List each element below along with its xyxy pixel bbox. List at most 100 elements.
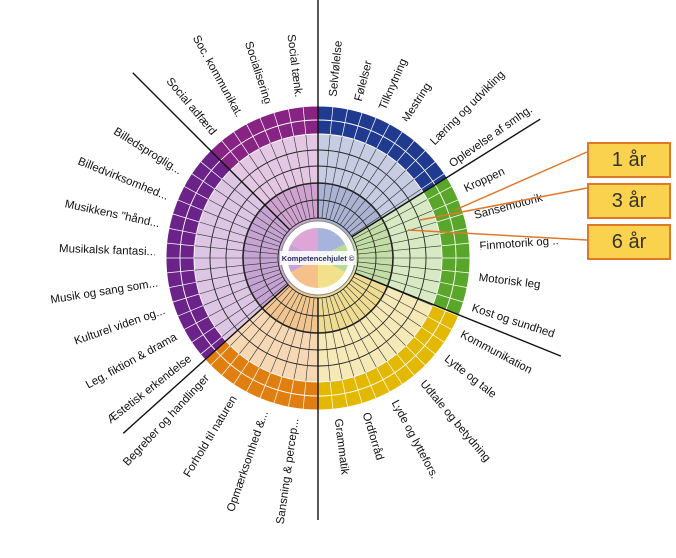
spoke-line <box>432 199 459 211</box>
spoke-line <box>305 297 315 382</box>
spoke-line <box>439 228 468 235</box>
spoke-line <box>321 297 331 382</box>
spoke-line <box>177 305 204 317</box>
spoke-line <box>203 273 282 306</box>
domain-band-sprog <box>318 304 459 410</box>
item-label: Selvfølelse <box>328 40 345 97</box>
spoke-line <box>339 291 388 362</box>
item-label: Lytte og tale <box>442 353 498 401</box>
spoke-line <box>221 140 240 163</box>
domain-divider <box>132 72 291 231</box>
spoke-line <box>356 269 437 295</box>
spoke-line <box>172 213 200 223</box>
spoke-line <box>210 345 231 366</box>
spoke-line <box>351 188 422 237</box>
spoke-line <box>365 372 377 399</box>
domain-mid-krop <box>381 192 442 305</box>
item-label: Social tænk. <box>285 34 305 98</box>
item-label: Sansemotorik <box>473 192 544 222</box>
spoke-line <box>351 279 422 328</box>
spoke-line <box>353 376 363 404</box>
spoke-line <box>432 305 459 317</box>
spoke-line <box>329 106 334 135</box>
spoke-line <box>321 134 331 219</box>
spoke-line <box>396 140 415 163</box>
spoke-line <box>353 199 428 240</box>
spoke-line <box>194 261 279 271</box>
spoke-line <box>199 221 280 247</box>
spoke-line <box>357 245 442 255</box>
domain-title-krop: KROP <box>477 247 487 276</box>
spoke-line <box>221 353 240 376</box>
item-label: Sansning & percep... <box>275 418 302 525</box>
spoke-line <box>208 276 283 317</box>
spoke-line <box>343 288 397 355</box>
spoke-line <box>357 233 440 251</box>
item-label: Følelser <box>353 59 375 102</box>
spoke-line <box>233 360 250 385</box>
spoke-line <box>221 283 288 337</box>
domain-inner-sociale <box>264 183 318 232</box>
spoke-line <box>246 123 260 149</box>
spoke-line <box>365 117 377 144</box>
spoke-line <box>281 296 307 377</box>
spoke-line <box>305 134 315 219</box>
spoke-line <box>191 173 216 190</box>
spoke-line <box>183 186 209 200</box>
spoke-line <box>302 106 307 135</box>
spoke-line <box>348 283 415 337</box>
item-label: Socialisering <box>242 40 274 106</box>
item-label: Grammatik <box>332 418 351 476</box>
item-label: Finmotorik og .. <box>479 235 559 252</box>
spoke-line <box>248 291 297 362</box>
spoke-line <box>348 179 415 233</box>
item-label: Musikkens "hånd... <box>64 198 161 230</box>
spoke-line <box>172 293 200 303</box>
spoke-line <box>439 281 468 288</box>
spoke-line <box>353 112 363 140</box>
domain-mid-personlige <box>318 134 424 219</box>
spoke-line <box>259 372 271 399</box>
domain-inner-sprog <box>318 271 388 333</box>
spoke-line <box>325 297 343 380</box>
center-label: Kompetencehjulet © <box>282 254 355 263</box>
spoke-line <box>166 269 195 274</box>
domain-dividers <box>122 0 562 520</box>
spoke-line <box>208 199 283 240</box>
spoke-line <box>177 199 204 211</box>
domain-inner-kultur <box>243 204 292 309</box>
spoke-line <box>356 221 437 247</box>
item-label: Musikalsk fantasi... <box>59 243 157 258</box>
domain-divider <box>354 272 562 357</box>
spoke-line <box>288 379 295 408</box>
spoke-line <box>325 136 343 219</box>
item-label: Tilknytning <box>377 57 410 112</box>
spoke-line <box>329 381 334 410</box>
spoke-line <box>329 296 355 377</box>
spoke-line <box>200 336 223 355</box>
spoke-line <box>246 367 260 393</box>
spoke-line <box>293 297 311 380</box>
domain-band-kultur <box>166 150 231 360</box>
item-label: Musik og sang som... <box>50 277 159 306</box>
spoke-line <box>413 336 436 355</box>
spoke-line <box>194 245 279 255</box>
age-label-6: 6 år <box>611 230 647 253</box>
domain-divider <box>122 284 289 434</box>
age-label-3: 3 år <box>611 189 647 212</box>
spoke-line <box>191 326 216 343</box>
spoke-line <box>199 269 280 295</box>
item-label: Forhold til naturen <box>182 394 240 480</box>
spoke-line <box>270 294 303 373</box>
spoke-line <box>436 293 464 303</box>
spoke-line <box>183 316 209 330</box>
spoke-line <box>168 281 197 288</box>
spoke-line <box>353 276 428 317</box>
age-box-3: 3 år <box>587 183 671 219</box>
item-label: Social adfærd <box>164 76 219 138</box>
spoke-line <box>168 228 197 235</box>
domain-mid-sociale <box>230 134 318 205</box>
spoke-line <box>405 150 426 171</box>
spoke-line <box>343 161 397 228</box>
age-label-1: 1 år <box>611 148 647 171</box>
